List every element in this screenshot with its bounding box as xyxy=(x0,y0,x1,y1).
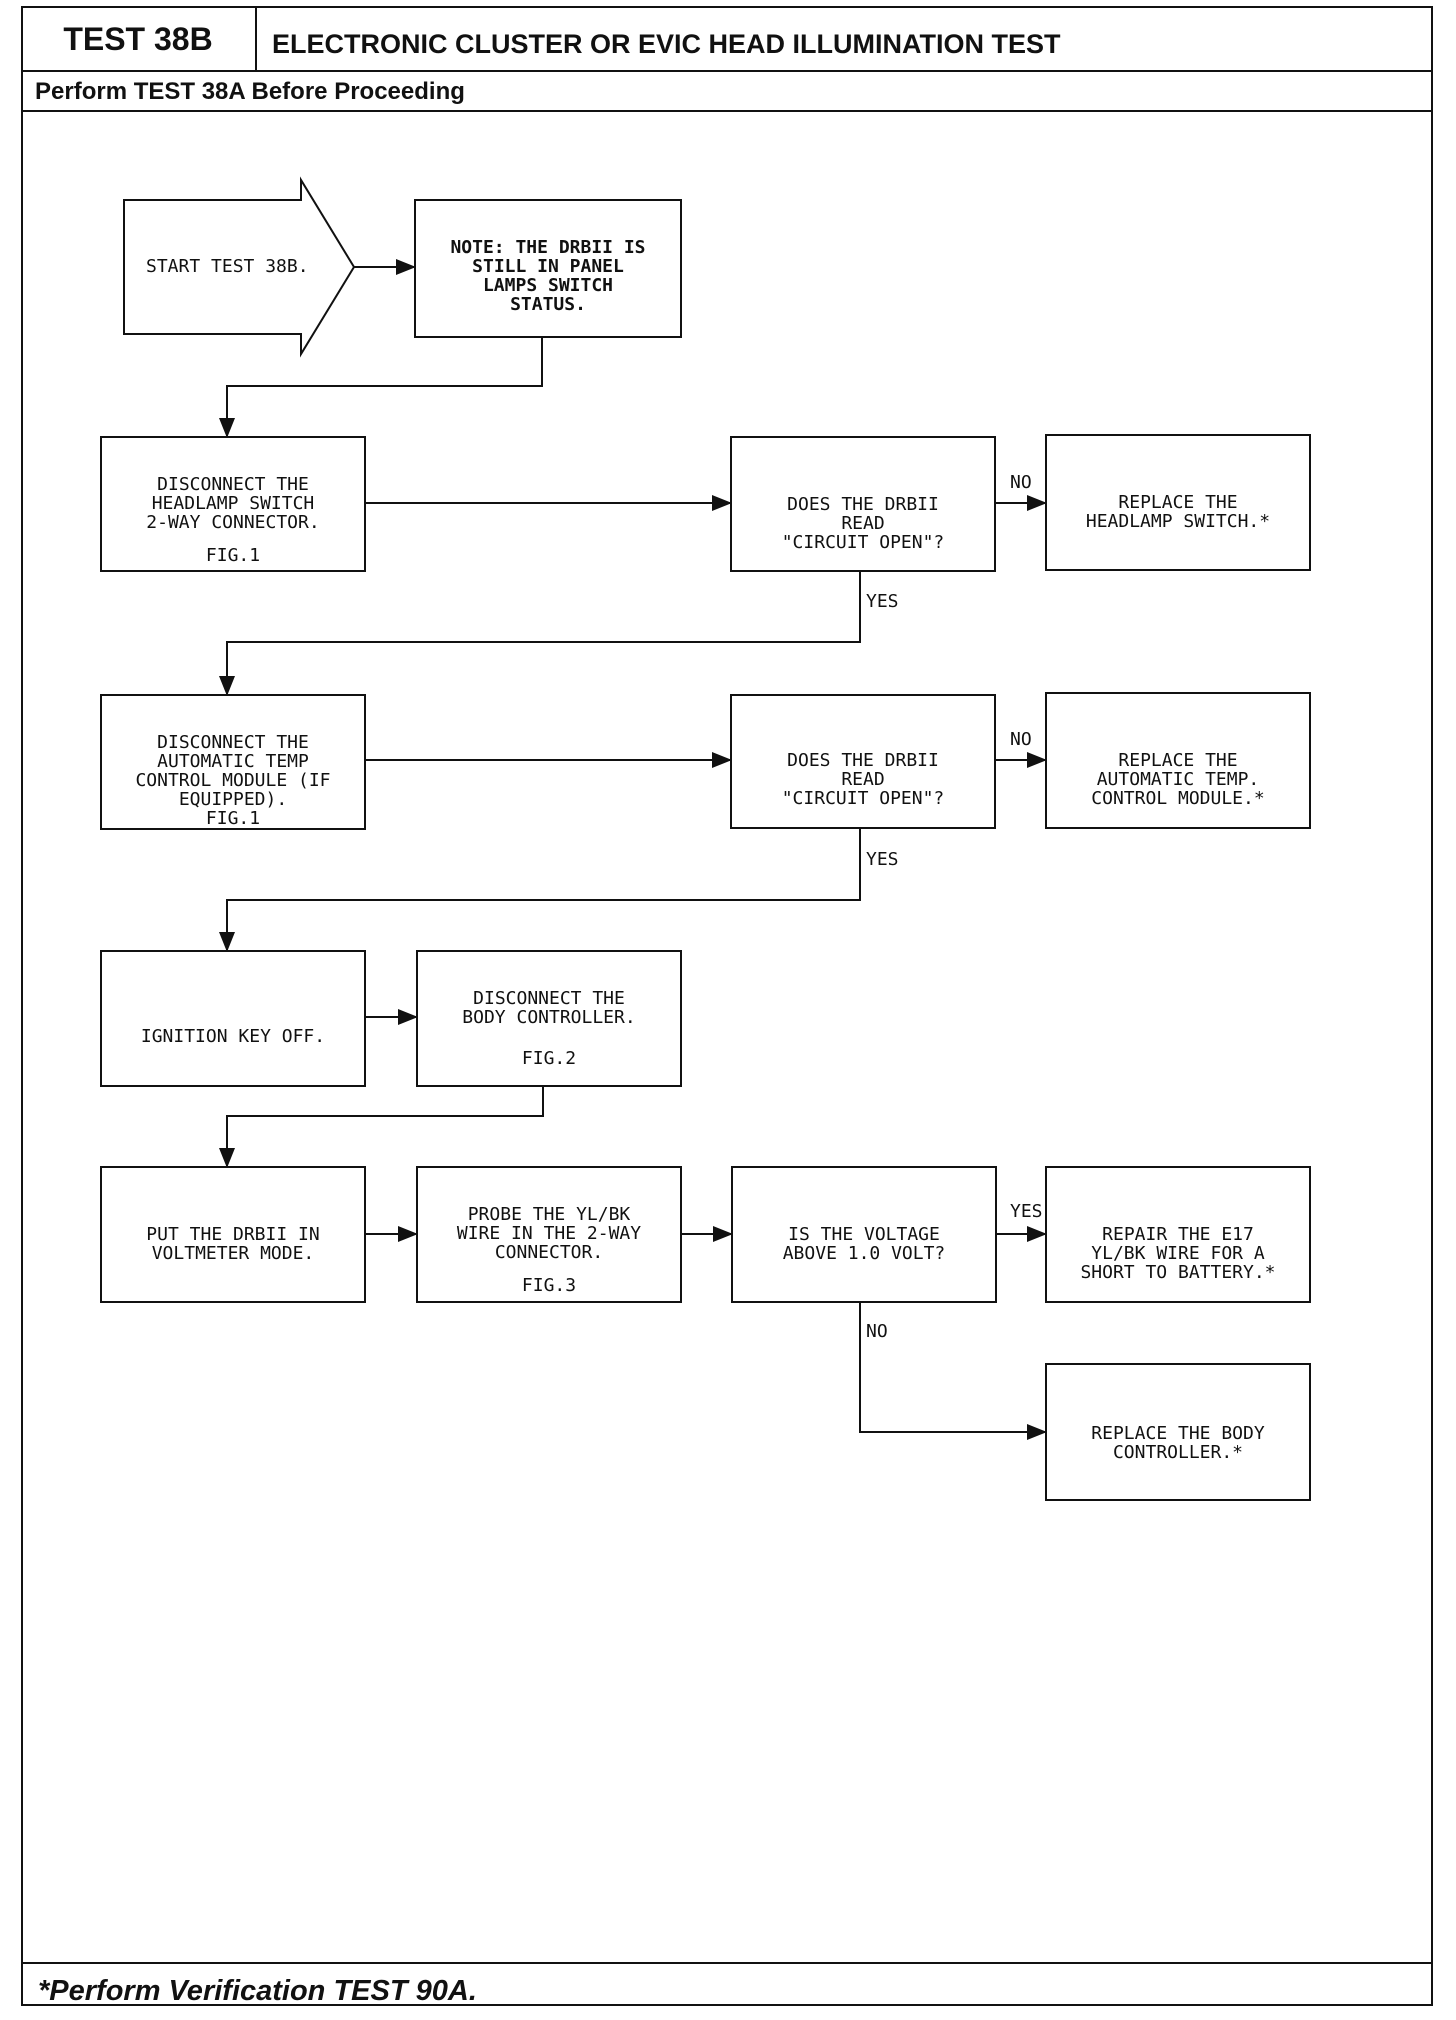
decision1-no-label: NO xyxy=(1010,472,1032,493)
result1-text: REPLACE THE HEADLAMP SWITCH.* xyxy=(1085,492,1271,532)
result3-no-box: REPLACE THE BODY CONTROLLER.* xyxy=(1045,1363,1311,1501)
decision2-box: DOES THE DRBII READ "CIRCUIT OPEN"? xyxy=(730,694,996,829)
result3-yes-box: REPAIR THE E17 YL/BK WIRE FOR A SHORT TO… xyxy=(1045,1166,1311,1303)
step1-fig: FIG.1 xyxy=(205,545,261,566)
result3-no-text: REPLACE THE BODY CONTROLLER.* xyxy=(1091,1423,1265,1463)
decision3-yes-label: YES xyxy=(1010,1201,1043,1222)
step6-fig: FIG.3 xyxy=(521,1275,577,1296)
start-arrow-shape xyxy=(123,176,356,358)
decision2-yes-label: YES xyxy=(866,849,899,870)
decision1-text: DOES THE DRBII READ "CIRCUIT OPEN"? xyxy=(781,494,945,553)
step1-text: DISCONNECT THE HEADLAMP SWITCH 2-WAY CON… xyxy=(146,474,320,533)
step5-text: PUT THE DRBII IN VOLTMETER MODE. xyxy=(146,1224,320,1264)
result2-text: REPLACE THE AUTOMATIC TEMP. CONTROL MODU… xyxy=(1091,750,1265,809)
note-box: NOTE: THE DRBII IS STILL IN PANEL LAMPS … xyxy=(414,199,682,338)
decision3-box: IS THE VOLTAGE ABOVE 1.0 VOLT? xyxy=(731,1166,997,1303)
header-row xyxy=(21,6,1433,72)
step5-box: PUT THE DRBII IN VOLTMETER MODE. xyxy=(100,1166,366,1303)
step2-text: DISCONNECT THE AUTOMATIC TEMP CONTROL MO… xyxy=(135,732,331,810)
decision1-box: DOES THE DRBII READ "CIRCUIT OPEN"? xyxy=(730,436,996,572)
result3-yes-text: REPAIR THE E17 YL/BK WIRE FOR A SHORT TO… xyxy=(1080,1224,1276,1283)
page-frame xyxy=(21,6,1433,2006)
note-to-step1-arrow xyxy=(219,338,543,438)
result1-box: REPLACE THE HEADLAMP SWITCH.* xyxy=(1045,434,1311,571)
step6-box: PROBE THE YL/BK WIRE IN THE 2-WAY CONNEC… xyxy=(416,1166,682,1303)
footer-note: *Perform Verification TEST 90A. xyxy=(38,1975,477,2007)
step1-box: DISCONNECT THE HEADLAMP SWITCH 2-WAY CON… xyxy=(100,436,366,572)
decision2-no-label: NO xyxy=(1010,729,1032,750)
decision1-yes-label: YES xyxy=(866,591,899,612)
result2-box: REPLACE THE AUTOMATIC TEMP. CONTROL MODU… xyxy=(1045,692,1311,829)
test-id: TEST 38B xyxy=(21,6,257,72)
step2-fig: FIG.1 xyxy=(205,808,261,829)
decision3-no-arrow xyxy=(859,1303,1047,1440)
step4-text: DISCONNECT THE BODY CONTROLLER. xyxy=(462,988,636,1028)
test-title: ELECTRONIC CLUSTER OR EVIC HEAD ILLUMINA… xyxy=(272,29,1061,59)
decision1-yes-arrow xyxy=(219,572,861,696)
decision2-text: DOES THE DRBII READ "CIRCUIT OPEN"? xyxy=(781,750,945,809)
step4-to-step5-arrow xyxy=(219,1087,544,1168)
note-text: NOTE: THE DRBII IS STILL IN PANEL LAMPS … xyxy=(450,237,646,315)
step4-fig: FIG.2 xyxy=(521,1048,577,1069)
step2-box: DISCONNECT THE AUTOMATIC TEMP CONTROL MO… xyxy=(100,694,366,830)
start-test-label: START TEST 38B. xyxy=(146,256,309,277)
footer-row xyxy=(21,1962,1433,2020)
step4-box: DISCONNECT THE BODY CONTROLLER. FIG.2 xyxy=(416,950,682,1087)
prerequisite-note: Perform TEST 38A Before Proceeding xyxy=(35,78,465,105)
subheader-row xyxy=(21,72,1433,112)
step3-box: IGNITION KEY OFF. xyxy=(100,950,366,1087)
decision2-yes-arrow xyxy=(219,829,861,952)
step6-text: PROBE THE YL/BK WIRE IN THE 2-WAY CONNEC… xyxy=(456,1204,642,1263)
decision3-no-label: NO xyxy=(866,1321,888,1342)
step3-text: IGNITION KEY OFF. xyxy=(140,1026,326,1047)
decision3-text: IS THE VOLTAGE ABOVE 1.0 VOLT? xyxy=(782,1224,946,1264)
